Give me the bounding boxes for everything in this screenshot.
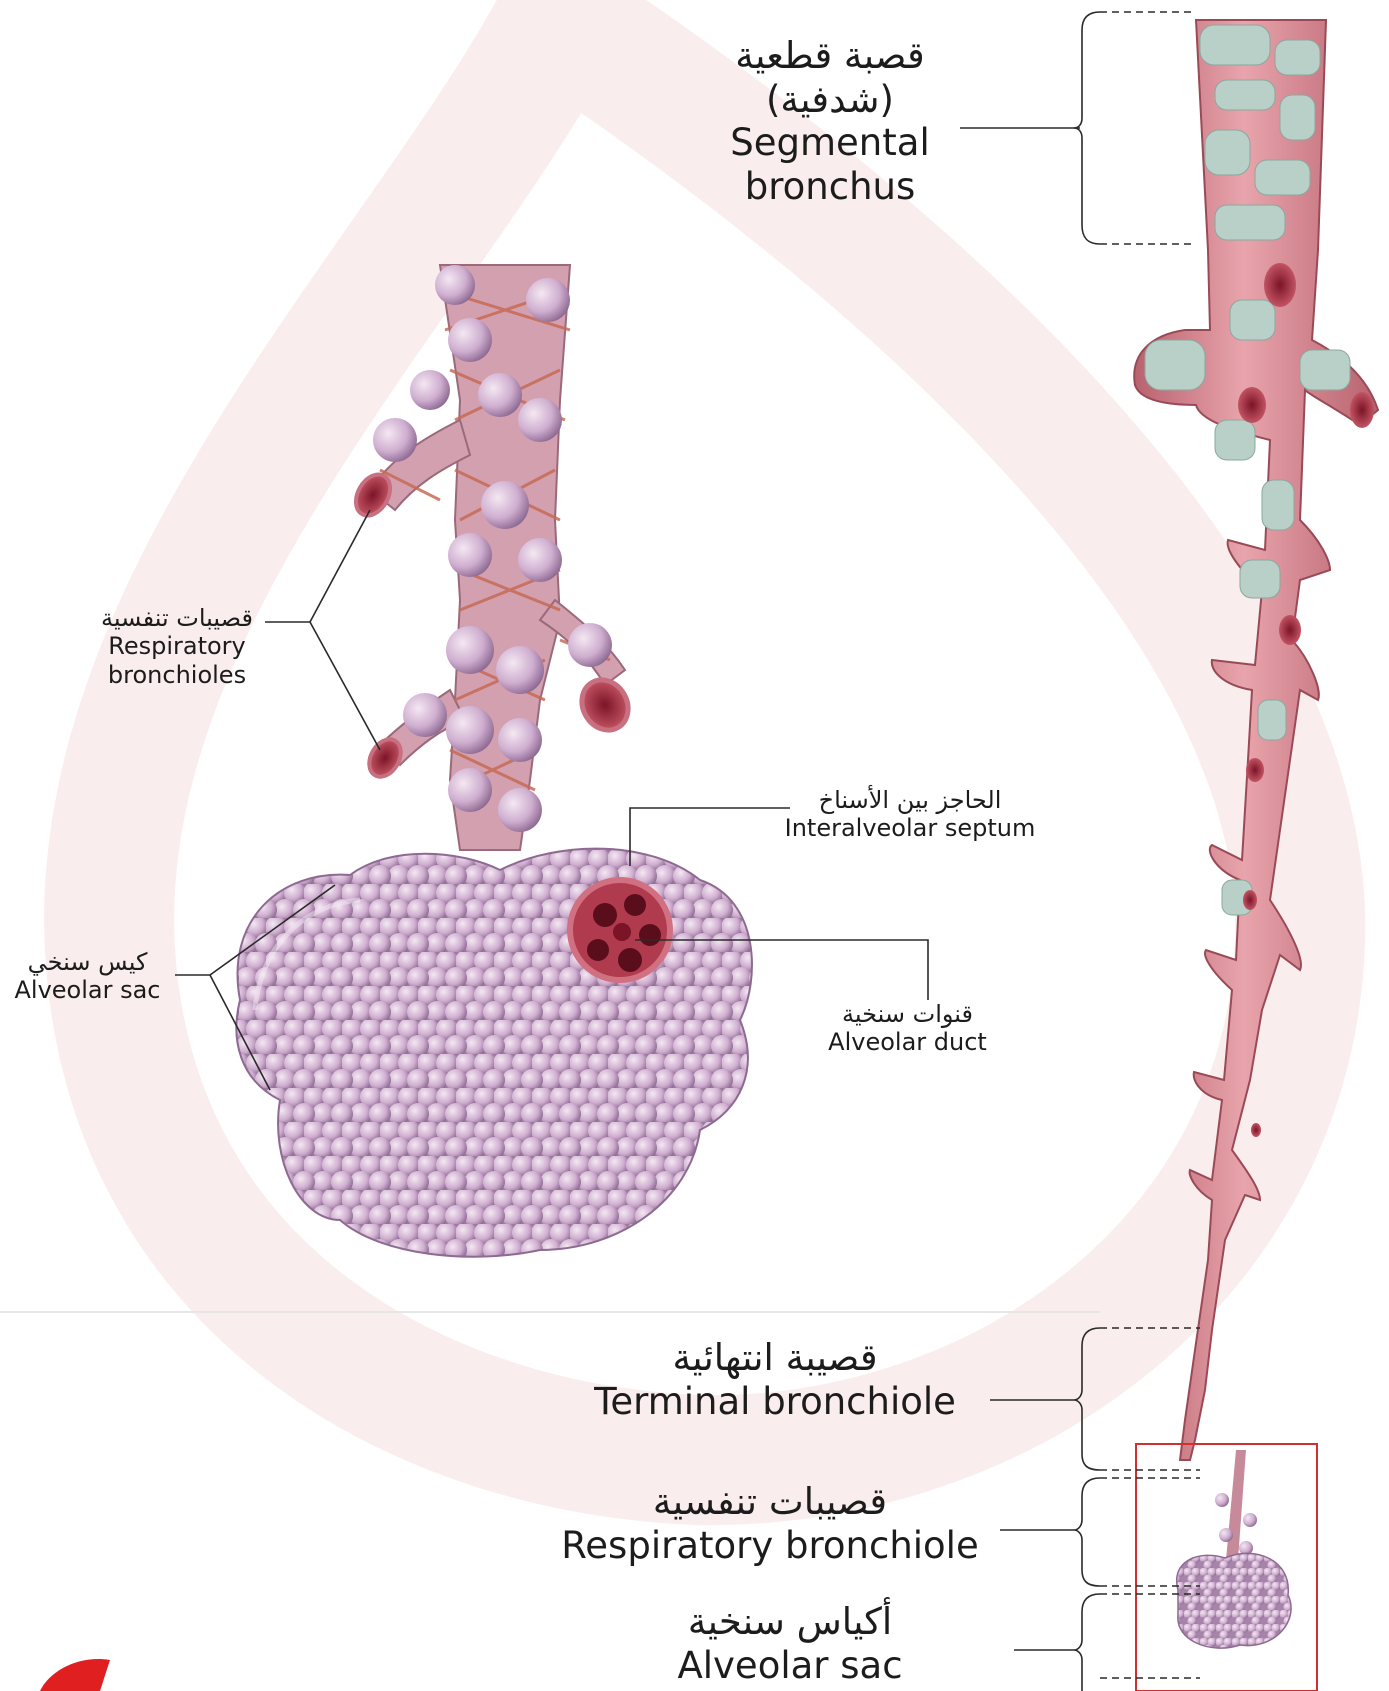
- segmental-bronchus-en-1: Segmental: [690, 121, 970, 165]
- label-alveolar-sac-left: كيس سنخي Alveolar sac: [0, 948, 175, 1005]
- segmental-bronchus-ar-1: قصبة قطعية: [690, 34, 970, 78]
- respiratory-bronchioles-en-2: bronchioles: [72, 661, 282, 689]
- label-segmental-bronchus: قصبة قطعية (شدفية) Segmental bronchus: [690, 34, 970, 209]
- alveolar-sac-bottom-ar: أكياس سنخية: [630, 1600, 950, 1644]
- logo-mark: [40, 1659, 110, 1691]
- alveolar-sac-cluster-illustration: [236, 849, 752, 1257]
- alveolar-sac-left-en: Alveolar sac: [0, 976, 175, 1004]
- terminal-bronchiole-ar: قصيبة انتهائية: [560, 1336, 990, 1380]
- interalveolar-septum-ar: الحاجز بين الأسناخ: [760, 786, 1060, 814]
- watermark-logo: [109, 20, 1300, 1460]
- interalveolar-septum-en: Interalveolar septum: [760, 814, 1060, 842]
- terminal-bronchiole-en: Terminal bronchiole: [560, 1380, 990, 1424]
- respiratory-bronchioles-en-1: Respiratory: [72, 632, 282, 660]
- label-respiratory-bronchiole: قصيبات تنفسية Respiratory bronchiole: [530, 1480, 1010, 1567]
- label-respiratory-bronchioles: قصيبات تنفسية Respiratory bronchioles: [72, 604, 282, 689]
- label-interalveolar-septum: الحاجز بين الأسناخ Interalveolar septum: [760, 786, 1060, 843]
- alveolar-sac-bottom-en: Alveolar sac: [630, 1644, 950, 1688]
- label-alveolar-sac-bottom: أكياس سنخية Alveolar sac: [630, 1600, 950, 1687]
- respiratory-bronchiole-en: Respiratory bronchiole: [530, 1524, 1010, 1568]
- label-alveolar-duct: قنوات سنخية Alveolar duct: [800, 1000, 1015, 1057]
- alveolar-duct-ar: قنوات سنخية: [800, 1000, 1015, 1028]
- alveolar-sac-left-ar: كيس سنخي: [0, 948, 175, 976]
- label-terminal-bronchiole: قصيبة انتهائية Terminal bronchiole: [560, 1336, 990, 1423]
- mini-alveolar-sac-illustration: [1177, 1450, 1291, 1648]
- respiratory-bronchiole-ar: قصيبات تنفسية: [530, 1480, 1010, 1524]
- segmental-bronchus-ar-2: (شدفية): [690, 78, 970, 122]
- respiratory-bronchioles-ar: قصيبات تنفسية: [72, 604, 282, 632]
- segmental-bronchus-en-2: bronchus: [690, 165, 970, 209]
- alveolar-duct-en: Alveolar duct: [800, 1028, 1015, 1056]
